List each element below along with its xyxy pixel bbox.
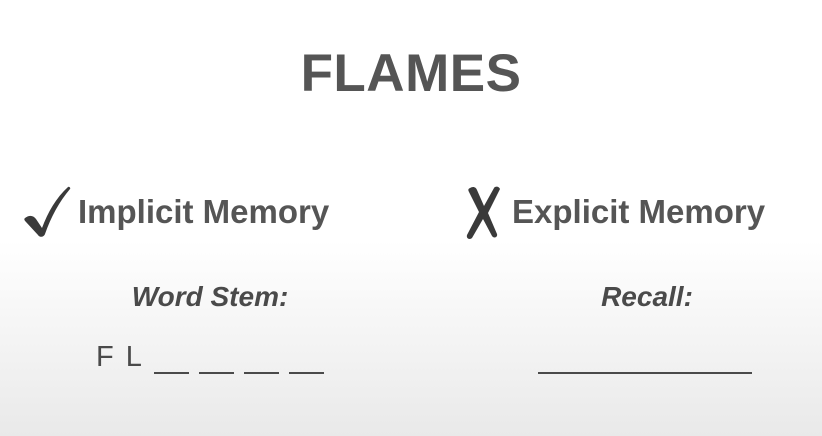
stem-blank bbox=[288, 348, 324, 374]
word-stem-label: Word Stem: bbox=[131, 281, 289, 312]
stem-blank bbox=[243, 348, 279, 374]
explicit-heading-text: Explicit Memory bbox=[512, 193, 766, 230]
stem-blank bbox=[198, 348, 234, 374]
checkmark-icon bbox=[22, 184, 72, 240]
slide-title: FLAMES bbox=[300, 44, 522, 103]
recall-label: Recall: bbox=[601, 281, 693, 312]
x-mark-icon bbox=[462, 184, 506, 240]
stem-letters: F L bbox=[96, 341, 144, 373]
stem-blank bbox=[153, 348, 189, 374]
explicit-heading: Explicit Memory bbox=[462, 182, 765, 242]
implicit-heading: Implicit Memory bbox=[22, 182, 329, 242]
word-stem: F L bbox=[96, 340, 324, 374]
recall-blank-line bbox=[538, 370, 752, 374]
implicit-heading-text: Implicit Memory bbox=[78, 193, 330, 230]
